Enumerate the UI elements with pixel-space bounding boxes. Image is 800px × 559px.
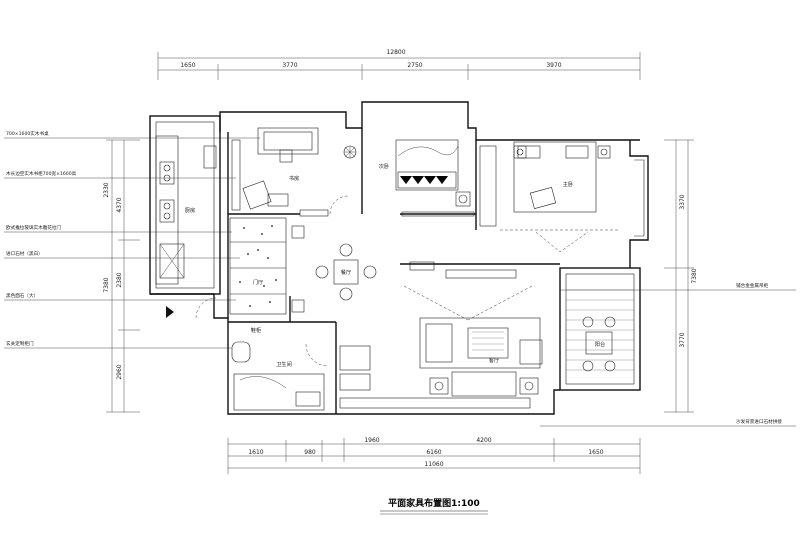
right-dim-1: 3370 bbox=[679, 194, 686, 209]
top-dim-1: 1650 bbox=[180, 62, 195, 69]
bottom-dimension-lines bbox=[227, 438, 641, 474]
room-label-dining: 餐厅 bbox=[341, 268, 351, 276]
bottom-dim-5: 4200 bbox=[476, 437, 491, 444]
right-dim-3: 3770 bbox=[679, 332, 686, 347]
annotation-bookcase: 木长边空实木书柜700宽×1600高 bbox=[6, 170, 77, 177]
annotation-imported-stone: 进口石材（黑白） bbox=[6, 250, 43, 257]
room-label-balcony: 阳台 bbox=[595, 340, 605, 348]
walls bbox=[149, 101, 649, 415]
bottom-dim-2: 980 bbox=[304, 449, 316, 456]
bottom-dim-4: 6160 bbox=[426, 449, 441, 456]
dining: 餐厅 bbox=[315, 243, 517, 301]
left-annotation-leaders bbox=[4, 137, 260, 349]
drawing-title: 平面家具布置图1:100 bbox=[388, 497, 480, 509]
annotation-sliding-door: 欧式推拉玻璃实木雕花拉门 bbox=[6, 224, 62, 231]
annotation-sofa-wall: 沙发背景进口石材拼接 bbox=[736, 418, 782, 425]
room-label-master-bedroom: 主卧 bbox=[563, 180, 573, 188]
bottom-dim-3: 1960 bbox=[364, 437, 379, 444]
annotation-black-stone: 黑色面石（大） bbox=[6, 292, 38, 299]
second-bedroom: 次卧 bbox=[379, 139, 475, 217]
left-dim-4: 2380 bbox=[116, 272, 123, 287]
living: 客厅 bbox=[339, 285, 543, 409]
master-bedroom: 主卧 bbox=[479, 141, 618, 253]
right-dim-2: 7380 bbox=[691, 268, 698, 283]
bottom-total-dim: 11060 bbox=[424, 461, 443, 468]
top-dim-3: 2750 bbox=[407, 62, 422, 69]
entrance: 门厅 鞋柜 bbox=[166, 217, 305, 334]
left-dim-2: 4370 bbox=[116, 197, 123, 212]
right-dimension-lines bbox=[664, 139, 694, 413]
kitchen: 厨房 bbox=[155, 135, 217, 285]
room-label-living: 客厅 bbox=[489, 356, 499, 364]
room-label-entrance: 门厅 bbox=[253, 278, 263, 286]
top-dim-2: 3770 bbox=[282, 62, 297, 69]
bottom-dim-1: 1610 bbox=[248, 449, 263, 456]
room-label-shoe-cabinet: 鞋柜 bbox=[251, 326, 261, 334]
room-label-kitchen: 厨房 bbox=[185, 206, 195, 214]
left-dim-3: 7380 bbox=[103, 277, 110, 292]
room-label-second-bedroom: 次卧 bbox=[379, 162, 389, 170]
study: 书房 bbox=[231, 127, 357, 217]
balcony: 阳台 bbox=[566, 289, 634, 372]
annotation-metal-cabinet: 铺合金金属吊柜 bbox=[736, 282, 769, 289]
top-total-dim: 12800 bbox=[386, 49, 405, 56]
right-annotation-leaders bbox=[540, 289, 796, 427]
entry-arrow-icon bbox=[166, 306, 174, 318]
top-dimension-lines bbox=[157, 52, 641, 80]
annotation-entry-cabinet: 玄关定制柜门 bbox=[6, 340, 34, 347]
room-label-bathroom: 卫生间 bbox=[276, 360, 292, 368]
top-dim-4: 3970 bbox=[546, 62, 561, 69]
bathroom: 卫生间 bbox=[231, 341, 329, 411]
left-dim-5: 2960 bbox=[116, 364, 123, 379]
annotation-desk: 700×1600实木书桌 bbox=[6, 130, 49, 137]
left-dimension-lines bbox=[106, 139, 140, 413]
left-dim-1: 2330 bbox=[103, 182, 110, 197]
room-label-study: 书房 bbox=[289, 174, 299, 182]
bottom-dim-6: 1650 bbox=[588, 449, 603, 456]
